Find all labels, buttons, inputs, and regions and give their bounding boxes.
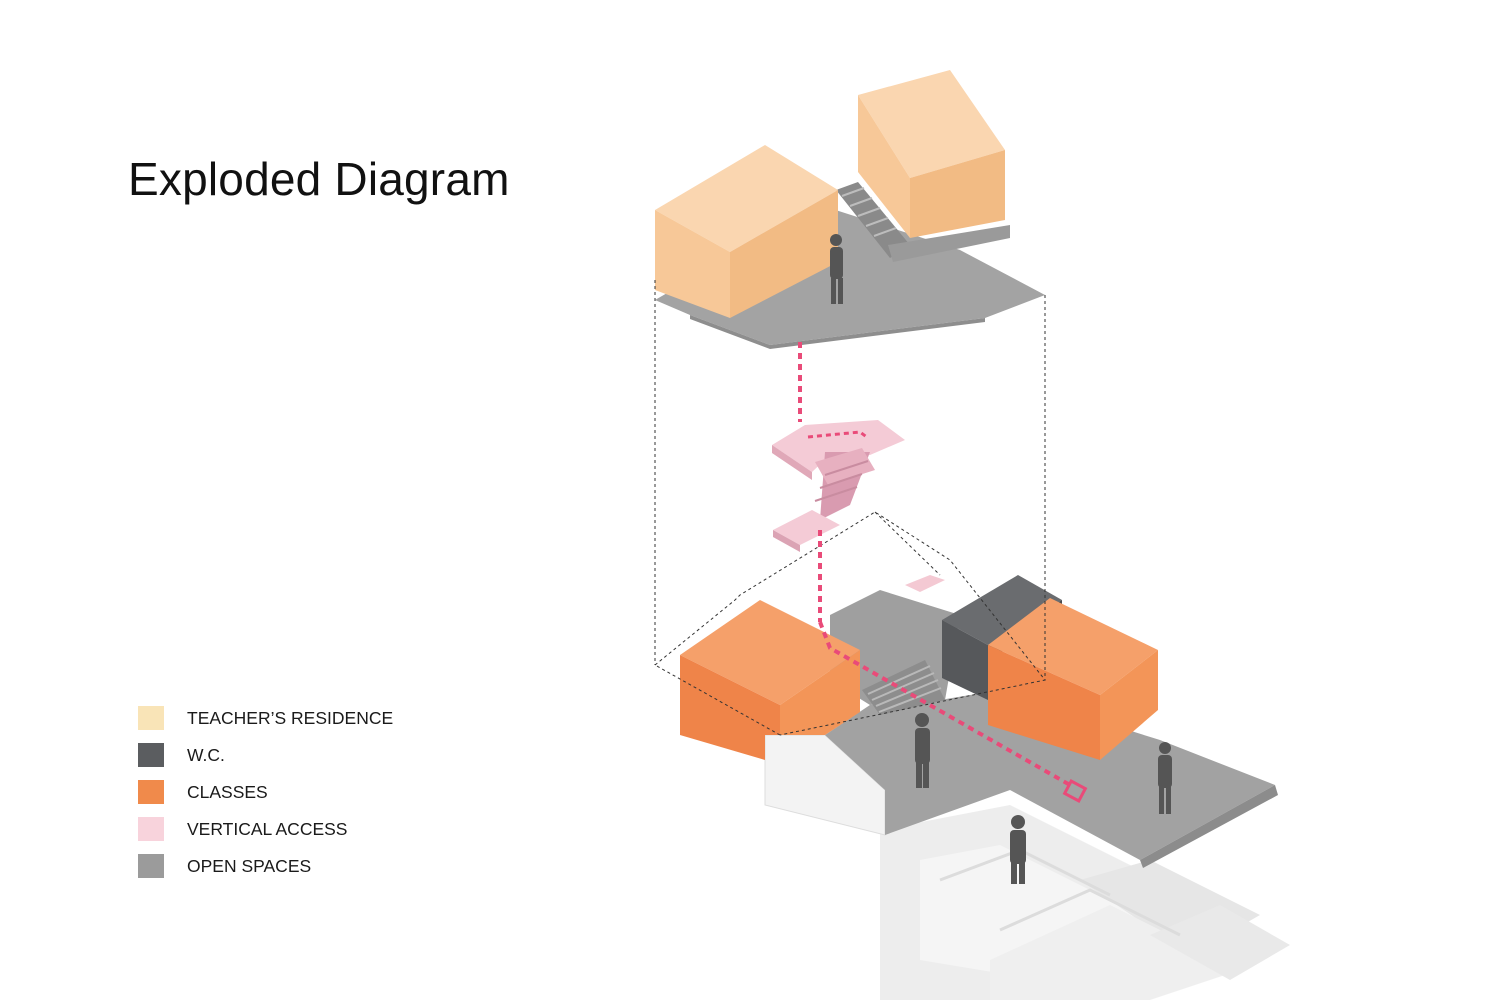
access-marker (1062, 779, 1088, 803)
legend-label: OPEN SPACES (187, 856, 312, 876)
person-figure-middle (915, 713, 930, 788)
residence-block-right (858, 70, 1005, 238)
legend-swatch (138, 743, 164, 767)
legend-label: CLASSES (187, 782, 268, 802)
vertical-access-path (798, 342, 1071, 787)
ground-floor-slab (764, 575, 1278, 868)
legend-swatch (138, 780, 164, 804)
legend-label: TEACHER’S RESIDENCE (187, 708, 394, 728)
legend-label: VERTICAL ACCESS (187, 819, 348, 839)
residence-block-left (655, 145, 838, 318)
open-space-floor (825, 690, 1275, 860)
ground-steps (880, 805, 1290, 1000)
projection-lines (654, 280, 1046, 736)
legend-swatch (138, 817, 164, 841)
page-title: Exploded Diagram (128, 153, 510, 205)
person-figure-right (1158, 742, 1172, 814)
vertical-access-stair (772, 420, 905, 552)
classes-block-left (680, 600, 860, 760)
legend-swatch (138, 706, 164, 730)
upper-floor-slab (655, 182, 1045, 349)
person-figure-ground (1010, 815, 1026, 884)
person-figure-upper (830, 234, 843, 304)
classes-block-right (988, 598, 1158, 760)
legend-label: W.C. (187, 745, 225, 765)
legend-swatch (138, 854, 164, 878)
upper-stairs (836, 182, 1010, 262)
